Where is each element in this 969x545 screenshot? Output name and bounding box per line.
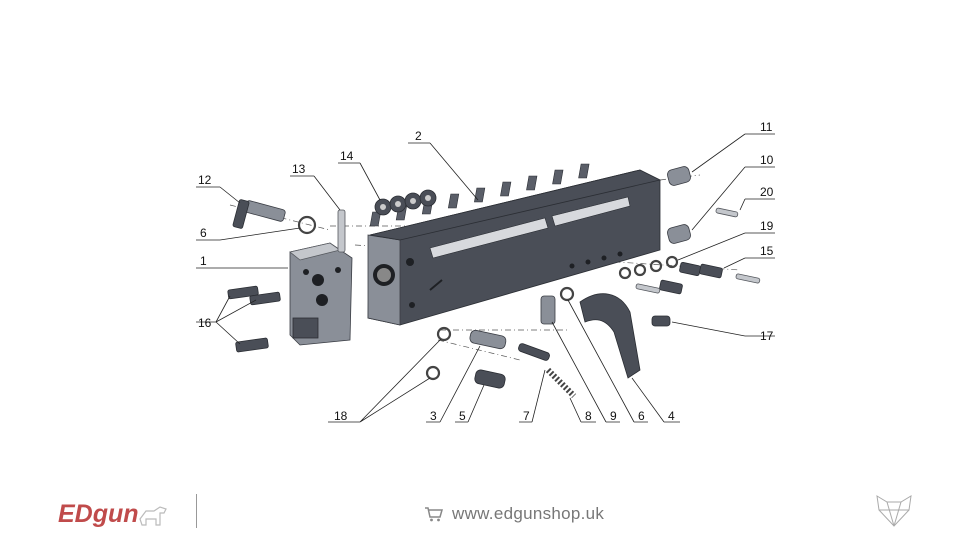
callout-label: 12 xyxy=(198,173,212,187)
callout-label: 10 xyxy=(760,153,774,167)
website-url[interactable]: www.edgunshop.uk xyxy=(452,504,605,523)
callout-labels: 1 2 3 4 5 6 6 7 8 9 10 11 12 13 14 15 16… xyxy=(198,120,774,423)
washer-screw-set-part xyxy=(618,255,761,295)
brand-name: EDgun xyxy=(58,500,139,528)
callout-label: 8 xyxy=(585,409,592,423)
callout-label: 13 xyxy=(292,162,306,176)
callout-label: 17 xyxy=(760,329,774,343)
callout-label: 5 xyxy=(459,409,466,423)
dog-icon xyxy=(139,506,167,526)
callout-label: 4 xyxy=(668,409,675,423)
leader-lines xyxy=(196,133,775,423)
o-ring-part xyxy=(297,215,317,235)
callout-label: 9 xyxy=(610,409,617,423)
cart-icon xyxy=(425,507,443,522)
website-link[interactable]: www.edgunshop.uk xyxy=(424,503,604,525)
valve-parts xyxy=(469,329,577,399)
socket-screws-part xyxy=(227,285,281,353)
callout-label: 6 xyxy=(638,409,645,423)
nut-set-part xyxy=(374,189,437,216)
callout-label: 7 xyxy=(523,409,530,423)
insert-parts xyxy=(667,166,739,244)
screw-part xyxy=(651,315,671,327)
callout-label: 15 xyxy=(760,244,774,258)
fox-head-icon xyxy=(876,495,912,527)
callout-label: 11 xyxy=(760,120,773,134)
rear-block-part xyxy=(289,242,353,346)
callout-label: 1 xyxy=(200,254,207,268)
pin-part xyxy=(337,209,346,253)
callout-label: 16 xyxy=(198,316,212,330)
callout-label: 20 xyxy=(760,185,774,199)
callout-label: 3 xyxy=(430,409,437,423)
lever-part xyxy=(579,293,641,379)
callout-label: 2 xyxy=(415,129,422,143)
callout-label: 18 xyxy=(334,409,348,423)
callout-label: 14 xyxy=(340,149,354,163)
bolt-handle-part xyxy=(232,199,286,229)
callout-label: 19 xyxy=(760,219,774,233)
footer-divider xyxy=(196,494,197,528)
washer-part xyxy=(436,326,452,342)
sleeve-part xyxy=(540,286,575,325)
washer-part xyxy=(425,365,441,381)
edgun-logo[interactable]: EDgun xyxy=(56,497,176,533)
callout-label: 6 xyxy=(200,226,207,240)
